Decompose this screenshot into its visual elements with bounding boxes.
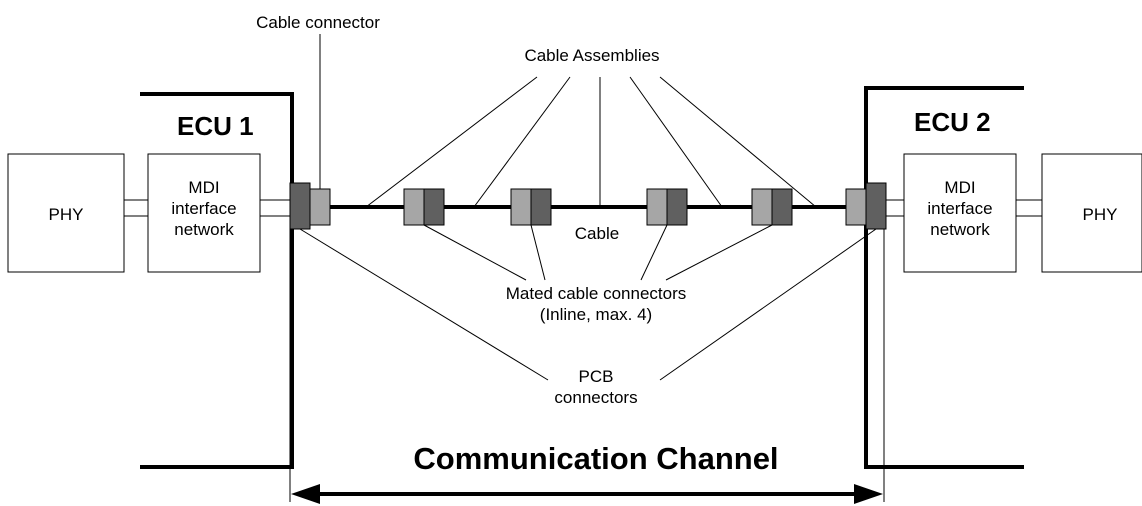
mated-connectors-leaders	[423, 224, 773, 281]
right-pcb-connector	[865, 182, 887, 230]
pcb-connectors-label-1: PCB	[579, 367, 614, 386]
right-mdi-phy-link	[1016, 199, 1042, 217]
mated-connector-3	[646, 188, 688, 226]
mated-connector-4	[751, 188, 793, 226]
left-mdi-label-2: interface	[171, 199, 236, 218]
pcb-connectors-leaders	[299, 228, 877, 381]
ecu1-enclosure	[140, 92, 294, 469]
ecu2-enclosure	[864, 86, 1024, 469]
ecu2-label: ECU 2	[914, 107, 991, 137]
left-mdi-box	[147, 153, 261, 273]
right-mdi-label-1: MDI	[944, 178, 975, 197]
left-phy-label: PHY	[49, 205, 84, 224]
left-mdi-label-3: network	[174, 220, 234, 239]
left-phy-box	[7, 153, 125, 273]
left-mdi-connector-link	[260, 199, 290, 217]
right-mdi-label-2: interface	[927, 199, 992, 218]
mated-connector-1	[403, 188, 445, 226]
mated-connectors-label-1: Mated cable connectors	[506, 284, 687, 303]
cable-label: Cable	[575, 224, 619, 243]
communication-channel-label: Communication Channel	[413, 441, 778, 476]
cable-assemblies-label: Cable Assemblies	[524, 46, 659, 65]
cable-assemblies-leaders	[365, 76, 817, 208]
right-phy-box	[1041, 153, 1142, 273]
left-phy-mdi-link	[124, 199, 148, 217]
mated-connectors-label-2: (Inline, max. 4)	[540, 305, 652, 324]
cable-connector-label: Cable connector	[256, 13, 380, 32]
right-mdi-label-3: network	[930, 220, 990, 239]
mated-connector-2	[510, 188, 552, 226]
right-cable-connector	[845, 188, 867, 226]
right-mdi-box	[903, 153, 1017, 273]
left-pcb-connector	[289, 182, 311, 230]
left-cable-connector	[309, 188, 331, 226]
ecu1-label: ECU 1	[177, 111, 254, 141]
left-mdi-label-1: MDI	[188, 178, 219, 197]
right-phy-label: PHY	[1083, 205, 1118, 224]
pcb-connectors-label-2: connectors	[554, 388, 637, 407]
channel-extent-markers	[289, 229, 885, 502]
channel-arrow	[291, 484, 883, 504]
